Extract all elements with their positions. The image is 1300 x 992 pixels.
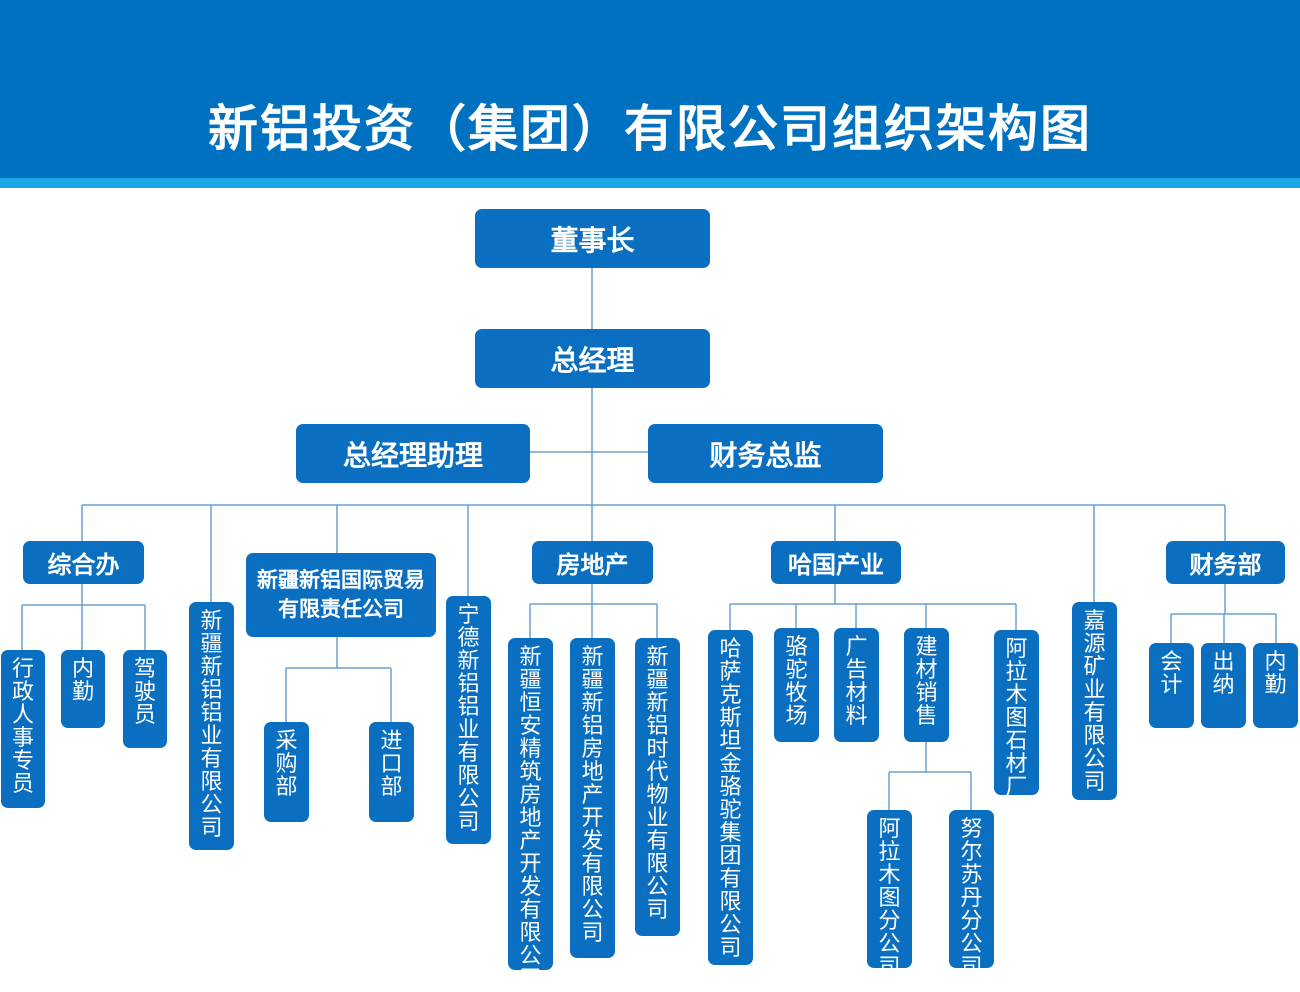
sub-xinlv-real-estate: 新疆新铝房地产开发有限公司 (570, 638, 615, 958)
sub-admin-hr-specialist: 行政人事专员 (1, 650, 45, 808)
sub-golden-camel-group: 哈萨克斯坦金骆驼集团有限公司 (708, 630, 753, 965)
header-stripe (0, 178, 1300, 188)
sub-purchasing: 采购部 (264, 722, 309, 822)
sub-accountant: 会计 (1149, 643, 1194, 728)
dept-xinjiang-aluminum: 新疆新铝铝业有限公司 (189, 602, 234, 850)
dept-haguo-industry: 哈国产业 (771, 541, 901, 584)
sub-driver: 驾驶员 (123, 650, 167, 748)
chairman-box: 董事长 (475, 209, 710, 268)
sub-finance-clerk: 内勤 (1253, 643, 1298, 728)
dept-finance: 财务部 (1166, 541, 1285, 584)
gm-assistant-box: 总经理助理 (296, 424, 530, 483)
dept-ningde-aluminum: 宁德新铝铝业有限公司 (446, 596, 491, 844)
sub-import: 进口部 (369, 722, 414, 822)
sub-office-clerk: 内勤 (61, 650, 105, 728)
sub-almaty-stone-factory: 阿拉木图石材厂 (994, 630, 1039, 799)
sub-building-sales: 建材销售 (904, 628, 949, 742)
general-manager-box: 总经理 (475, 329, 710, 388)
sub-xinlv-property: 新疆新铝时代物业有限公司 (635, 638, 680, 936)
sub-cashier: 出纳 (1201, 643, 1246, 728)
cfo-box: 财务总监 (648, 424, 883, 483)
dept-jiayuan-mining: 嘉源矿业有限公司 (1072, 602, 1117, 800)
sub-camel-ranch: 骆驼牧场 (774, 628, 819, 742)
dept-general-office: 综合办 (23, 541, 144, 584)
sub-ad-materials: 广告材料 (834, 628, 879, 742)
sub-almaty-branch: 阿拉木图分公司 (867, 810, 912, 979)
page-title: 新铝投资（集团）有限公司组织架构图 (208, 100, 1092, 158)
sub-hengan-real-estate: 新疆恒安精筑房地产开发有限公司 (508, 638, 553, 991)
dept-trade-company: 新疆新铝国际贸易有限责任公司 (246, 553, 436, 637)
header-banner (0, 0, 1300, 178)
sub-nursultan-branch: 努尔苏丹分公司 (949, 810, 994, 979)
dept-real-estate: 房地产 (532, 541, 653, 584)
